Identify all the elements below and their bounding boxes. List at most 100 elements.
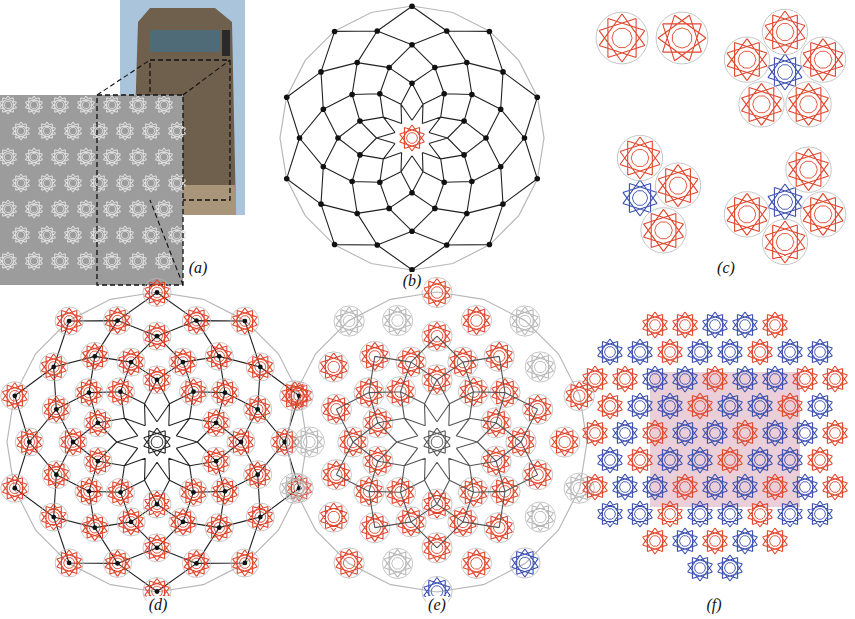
rosette	[105, 550, 130, 576]
rosette-core	[178, 517, 189, 527]
boundary	[7, 292, 307, 592]
rosette-core	[655, 222, 673, 239]
rosette	[184, 308, 209, 334]
rosette-core	[680, 482, 691, 492]
rosette-outline	[739, 82, 784, 127]
rosette	[142, 174, 159, 192]
vertex-dot	[191, 389, 196, 394]
rosette-core	[343, 315, 355, 326]
vertex-dot	[441, 91, 447, 97]
rosette	[658, 15, 706, 61]
rosette	[463, 307, 490, 335]
rosette-outline	[143, 534, 171, 562]
rosette	[12, 226, 29, 244]
rosette-core	[740, 374, 751, 384]
rosette-core	[48, 512, 59, 522]
boundary	[280, 6, 544, 270]
rosette-core	[82, 257, 90, 264]
rosette-core	[112, 558, 123, 568]
rosette-core	[620, 482, 631, 492]
vertex-dot	[258, 365, 263, 370]
vertex-dot	[155, 502, 160, 507]
rosette-core	[738, 51, 756, 68]
vertex-dot	[129, 519, 134, 524]
rosette-core	[289, 483, 301, 494]
vertex-dot	[284, 176, 290, 182]
rosette-core	[115, 387, 126, 397]
rosette-core	[830, 428, 841, 438]
rosette-core	[650, 374, 661, 384]
rosette	[583, 420, 608, 446]
shaded-region	[650, 372, 800, 507]
rosette	[0, 148, 17, 166]
pattern-stars	[0, 96, 186, 270]
rosette	[181, 379, 206, 405]
vertex-dot	[464, 60, 470, 66]
rosette	[583, 366, 608, 392]
rosette-core	[191, 315, 202, 325]
rosette-core	[56, 257, 64, 264]
rosette-core	[785, 455, 796, 465]
rosette-core	[680, 374, 691, 384]
rosette-core	[84, 387, 95, 397]
rosette-core	[534, 361, 546, 372]
window	[222, 30, 230, 56]
rosette-core	[770, 320, 781, 330]
rosette-outline	[800, 192, 845, 237]
vertex-dot	[377, 180, 383, 186]
rosette	[25, 148, 42, 166]
rosette-core	[152, 331, 163, 341]
rosette-core	[69, 179, 77, 186]
rosette-core	[738, 206, 756, 223]
rosette-outline	[786, 82, 831, 127]
rosette-core	[680, 536, 691, 546]
rosette-core	[151, 436, 163, 447]
rosette-core	[173, 231, 181, 238]
rosette	[38, 226, 55, 244]
rosette-outline	[179, 478, 207, 506]
rosette-core	[147, 231, 155, 238]
rosette	[748, 447, 773, 473]
zoom-line	[97, 60, 150, 95]
rosette	[778, 339, 803, 365]
rosette-outline	[202, 447, 230, 475]
rosette-core	[665, 509, 676, 519]
rosette-outline	[422, 277, 452, 307]
rosette-core	[590, 428, 601, 438]
vertex-dot	[284, 94, 290, 100]
rosette	[823, 474, 848, 500]
rosette-outline	[334, 306, 364, 336]
panel-label: (c)	[715, 259, 737, 277]
panel-e	[280, 277, 595, 606]
rosette-core	[115, 487, 126, 497]
rosette	[620, 137, 660, 179]
rosette-core	[43, 127, 51, 134]
rosette	[808, 339, 833, 365]
vertex-dot	[239, 440, 244, 445]
rosette-core	[134, 257, 142, 264]
rosette	[336, 307, 363, 335]
vertex-dot	[194, 561, 199, 566]
rosette	[64, 226, 81, 244]
rosette	[763, 474, 788, 500]
rosette	[673, 420, 698, 446]
rosette	[57, 550, 82, 576]
rosette	[658, 339, 683, 365]
rosette	[628, 447, 653, 473]
rosette	[727, 193, 767, 235]
rosette-core	[669, 177, 687, 194]
vertex-dot	[282, 440, 287, 445]
rosette-core	[519, 315, 531, 326]
panel-f	[583, 312, 848, 581]
rosette-core	[343, 557, 355, 568]
rosette-core	[392, 558, 404, 569]
rosette	[129, 96, 146, 114]
rosette-core	[695, 563, 706, 573]
rosette	[789, 83, 829, 125]
rosette-core	[160, 205, 168, 212]
rosette	[51, 148, 68, 166]
rosette	[733, 366, 758, 392]
rosette	[703, 366, 728, 392]
rosette-core	[214, 351, 225, 361]
vertex-dot	[155, 545, 160, 550]
